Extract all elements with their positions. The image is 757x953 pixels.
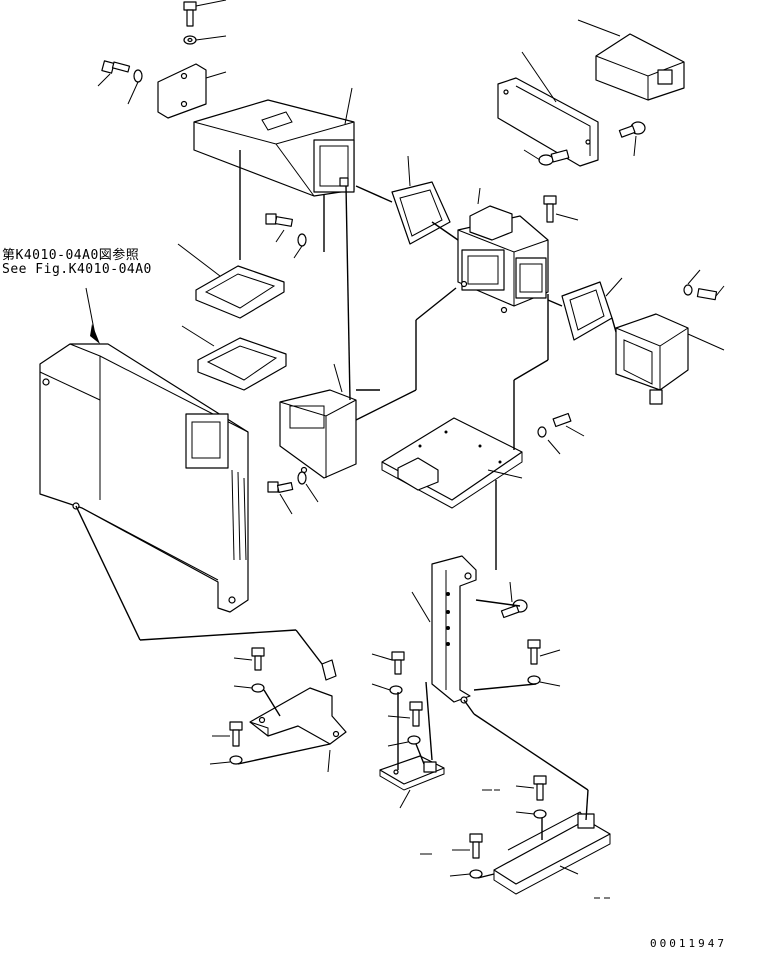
bolt-b [209, 721, 243, 765]
heater-bolt [683, 269, 725, 301]
support-bolt [500, 581, 528, 619]
bolt-f [515, 775, 547, 819]
support-bracket [411, 555, 477, 704]
mount-bracket [157, 63, 227, 119]
relay-bolt-right [618, 121, 646, 157]
bolt-d [387, 701, 423, 747]
bolt-g [449, 833, 483, 879]
guide-lines [75, 150, 617, 879]
bolt-c [371, 651, 405, 695]
blower-unit [457, 187, 549, 314]
duct-gasket-right [561, 277, 623, 341]
label-dashes [420, 789, 610, 899]
relay-bolt-left [523, 149, 570, 166]
cab-side-cover [39, 287, 249, 613]
lower-air-duct [279, 363, 357, 479]
top-bolt [183, 0, 227, 27]
lower-duct-bolt [267, 471, 319, 515]
filter-gasket-1 [177, 243, 285, 319]
lower-left-bracket [249, 659, 347, 773]
mid-bolt [265, 213, 307, 259]
heater-box [615, 313, 725, 405]
bolt-a [233, 647, 265, 693]
relay-box [577, 19, 685, 101]
controller-plate [381, 417, 523, 509]
duct-gasket-upper [391, 155, 451, 245]
filter-gasket-2 [181, 325, 287, 391]
small-stay [379, 755, 445, 809]
plate-bolt [537, 412, 585, 455]
relay-bracket [497, 51, 599, 167]
illustration-number: 00011947 [650, 937, 727, 950]
upper-air-duct [193, 87, 355, 197]
reference-note-english: See Fig.K4010-04A0 [2, 262, 152, 277]
bottom-plate [493, 811, 611, 895]
blower-bolt [543, 195, 579, 223]
top-washer [183, 35, 227, 45]
reference-note-japanese: 第K4010-04A0図参照 [2, 248, 140, 263]
left-bolt [97, 60, 143, 105]
bolt-e [527, 639, 561, 687]
